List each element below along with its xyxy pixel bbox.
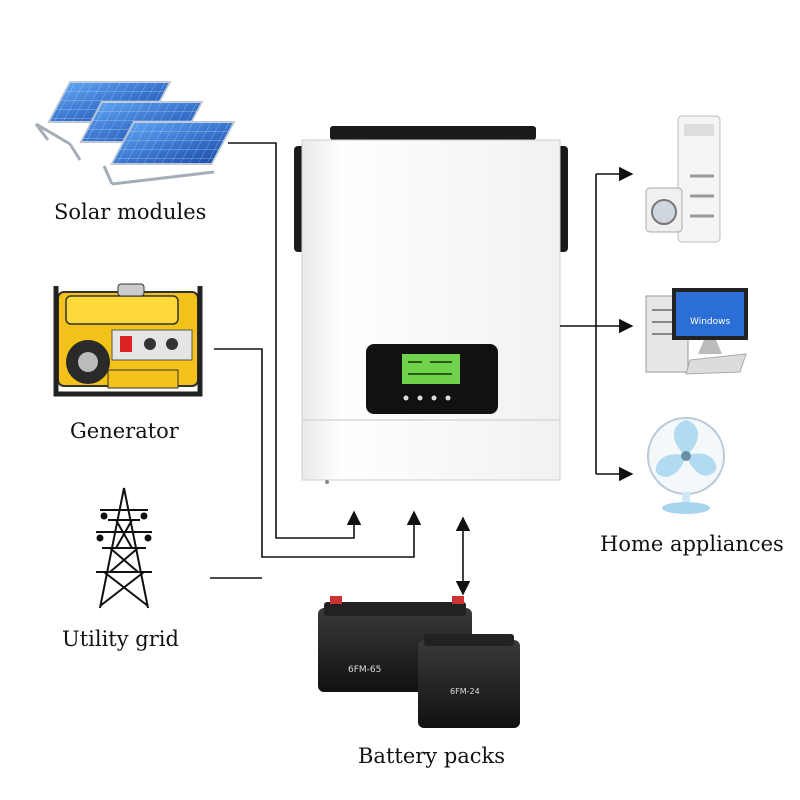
air-conditioner-washer-icon bbox=[645, 115, 721, 243]
home-appliances-label: Home appliances bbox=[600, 532, 784, 556]
generator-icon bbox=[53, 283, 203, 397]
battery-packs-icon: 6FM-65 6FM-24 bbox=[318, 596, 520, 728]
electric-fan-icon bbox=[647, 417, 725, 514]
computer-icon: Windows bbox=[645, 288, 748, 375]
connection-lines bbox=[210, 142, 634, 596]
battery-large-model: 6FM-65 bbox=[348, 665, 381, 675]
solar-panels-icon bbox=[34, 81, 236, 186]
utility-grid-label: Utility grid bbox=[62, 627, 179, 651]
solar-modules-label: Solar modules bbox=[54, 200, 207, 224]
windows-logo: Windows bbox=[690, 317, 730, 327]
battery-packs-label: Battery packs bbox=[358, 744, 506, 768]
lcd-screen bbox=[402, 354, 460, 384]
utility-tower-icon bbox=[96, 487, 152, 609]
generator-label: Generator bbox=[70, 419, 179, 443]
hybrid-inverter-icon bbox=[294, 126, 568, 484]
battery-small-model: 6FM-24 bbox=[450, 687, 480, 696]
